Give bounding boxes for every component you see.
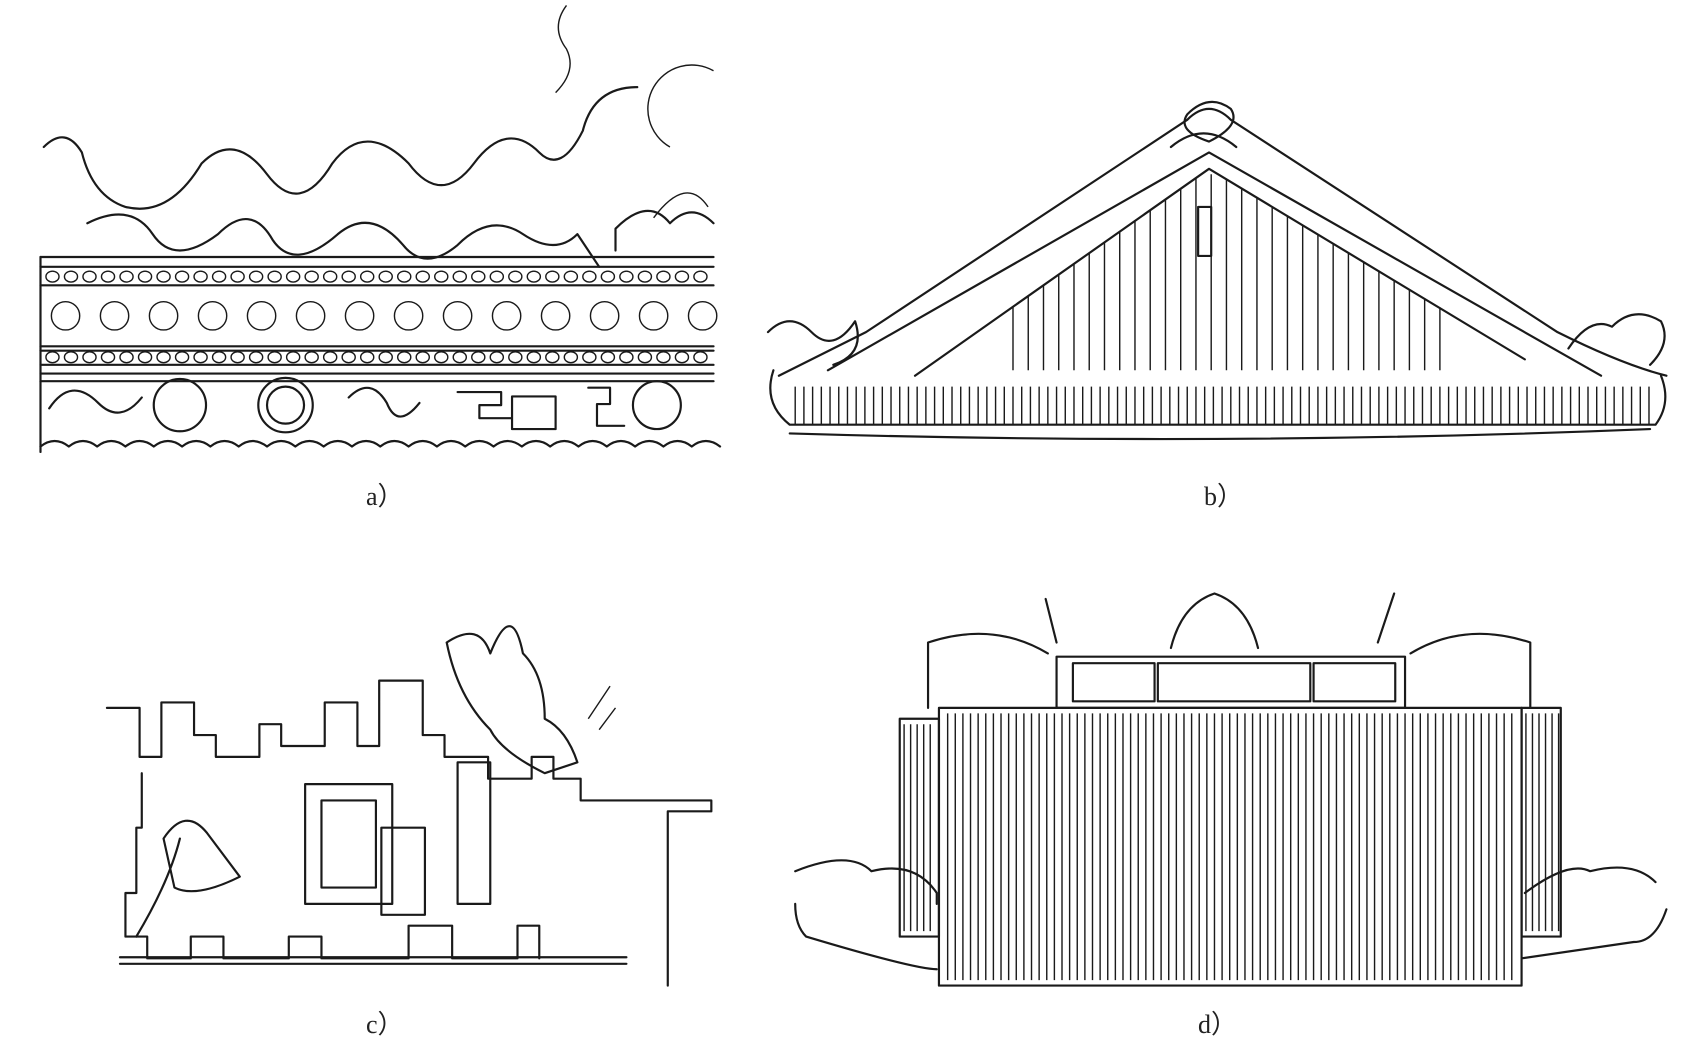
- bead: [452, 270, 468, 283]
- bead: [619, 351, 634, 364]
- bead: [174, 270, 190, 283]
- flower: [540, 300, 571, 331]
- bead: [471, 270, 486, 283]
- bead: [341, 270, 356, 283]
- bead: [267, 351, 282, 364]
- bead: [100, 351, 116, 364]
- bead: [285, 270, 301, 283]
- bead: [63, 270, 79, 283]
- bead: [230, 270, 245, 283]
- bead: [471, 351, 486, 364]
- flower: [246, 300, 277, 331]
- bead: [322, 351, 338, 364]
- bead: [82, 351, 97, 364]
- bead: [693, 351, 708, 364]
- bead: [563, 351, 579, 364]
- bead: [508, 270, 523, 283]
- flower: [99, 300, 130, 331]
- bead: [582, 270, 597, 283]
- bead: [396, 351, 412, 364]
- flower: [50, 300, 81, 331]
- flower: [638, 300, 669, 331]
- bead: [248, 270, 264, 283]
- panel-b-gable-roof-drawing: [766, 100, 1668, 441]
- bead: [45, 351, 60, 364]
- bead: [415, 270, 430, 283]
- bead: [674, 270, 690, 283]
- bead: [193, 351, 208, 364]
- bead: [656, 351, 671, 364]
- bead: [489, 270, 505, 283]
- bead: [156, 351, 171, 364]
- bead: [452, 351, 468, 364]
- panel-a-label: a）: [366, 482, 404, 511]
- bead: [637, 351, 653, 364]
- bead: [137, 351, 153, 364]
- bead: [100, 270, 116, 283]
- bead: [378, 270, 393, 283]
- bead: [137, 270, 153, 283]
- bead: [359, 270, 375, 283]
- bead: [526, 351, 542, 364]
- bead: [322, 270, 338, 283]
- bead: [396, 270, 412, 283]
- bead: [193, 270, 208, 283]
- bead: [434, 270, 449, 283]
- bead: [248, 351, 264, 364]
- bead: [545, 351, 560, 364]
- flower: [148, 300, 179, 331]
- bead: [637, 270, 653, 283]
- bead: [619, 270, 634, 283]
- bead: [359, 351, 375, 364]
- bead: [526, 270, 542, 283]
- bead: [174, 351, 190, 364]
- flower: [491, 300, 522, 331]
- bead: [82, 270, 97, 283]
- bead: [434, 351, 449, 364]
- bead: [63, 351, 79, 364]
- bead: [119, 351, 134, 364]
- bead: [341, 351, 356, 364]
- panel-a-ridge-drawing: [39, 5, 722, 454]
- flower: [687, 300, 718, 331]
- bead: [489, 351, 505, 364]
- bead: [119, 270, 134, 283]
- panel-d-label: d）: [1198, 1010, 1238, 1039]
- flower: [589, 300, 620, 331]
- flower: [344, 300, 375, 331]
- flower: [295, 300, 326, 331]
- bead: [508, 351, 523, 364]
- bead: [211, 270, 227, 283]
- bead: [267, 270, 282, 283]
- panel-c-stepped-ridge-drawing: [105, 625, 713, 987]
- bead: [285, 351, 301, 364]
- flower: [442, 300, 473, 331]
- panel-c-label: c）: [366, 1010, 404, 1039]
- bead: [600, 351, 616, 364]
- bead: [304, 270, 319, 283]
- bead: [582, 351, 597, 364]
- bead: [156, 270, 171, 283]
- bead: [378, 351, 393, 364]
- bead: [45, 270, 60, 283]
- bead: [211, 351, 227, 364]
- bead: [656, 270, 671, 283]
- bead: [563, 270, 579, 283]
- bead: [600, 270, 616, 283]
- panel-b-label: b）: [1204, 482, 1244, 511]
- flower: [393, 300, 424, 331]
- bead: [545, 270, 560, 283]
- bead: [674, 351, 690, 364]
- flower: [197, 300, 228, 331]
- panel-d-hall-roof-drawing: [794, 592, 1668, 987]
- bead: [304, 351, 319, 364]
- bead: [415, 351, 430, 364]
- bead: [230, 351, 245, 364]
- bead: [693, 270, 708, 283]
